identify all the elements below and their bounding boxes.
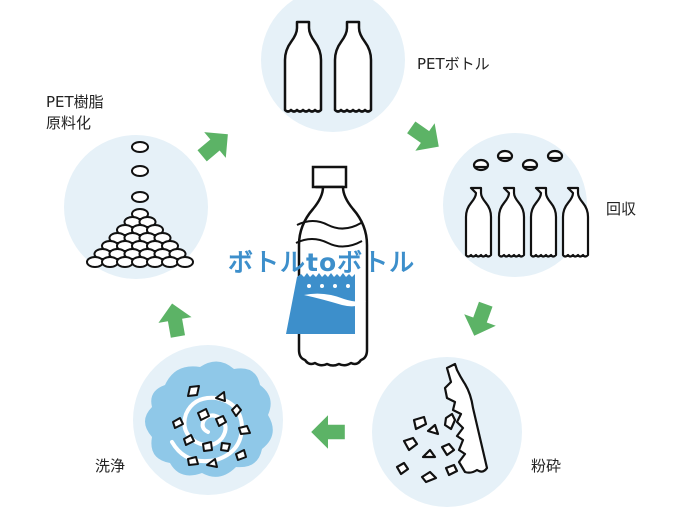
step-label-crushing: 粉砕 xyxy=(531,457,562,475)
step-label-washing: 洗浄 xyxy=(95,457,126,475)
pellet xyxy=(161,256,179,268)
bottle-label xyxy=(286,273,355,334)
bottle-cap xyxy=(546,149,564,163)
step-label-pet-bottle: PETボトル xyxy=(417,55,490,73)
bottle-cap xyxy=(472,158,490,172)
washing-icon xyxy=(145,361,273,477)
pellet xyxy=(131,141,149,153)
pellet xyxy=(176,256,194,268)
arrow-washing-to-resin xyxy=(158,303,192,338)
step-circle-crushing xyxy=(372,357,522,507)
step-label-resin: PET樹脂 原料化 xyxy=(46,93,104,132)
bottles-and-caps-icon xyxy=(464,149,590,258)
diagram-title: ボトルtoボトル xyxy=(228,248,416,277)
pellet xyxy=(131,191,149,203)
pellet xyxy=(146,256,164,268)
step-label-collection: 回収 xyxy=(606,200,637,218)
pellet xyxy=(86,256,104,268)
two-bottles-icon xyxy=(283,20,373,113)
step-circle-pet-bottle xyxy=(261,0,405,132)
pellet xyxy=(101,256,119,268)
swirl xyxy=(170,395,245,464)
pellet xyxy=(131,165,149,177)
crushed-bottle-icon xyxy=(395,362,489,484)
arrow-crushing-to-washing xyxy=(311,415,345,449)
water-bottle-icon xyxy=(286,165,369,367)
bottle-cap xyxy=(496,149,514,163)
pellet xyxy=(116,256,134,268)
pellet xyxy=(131,256,149,268)
arrow-collection-to-crushing xyxy=(464,301,496,336)
arrow-resin-to-pet xyxy=(197,132,228,162)
pellet-pile-icon xyxy=(86,141,194,268)
bottle-cap xyxy=(521,158,539,172)
arrow-pet-to-collection xyxy=(407,121,439,151)
